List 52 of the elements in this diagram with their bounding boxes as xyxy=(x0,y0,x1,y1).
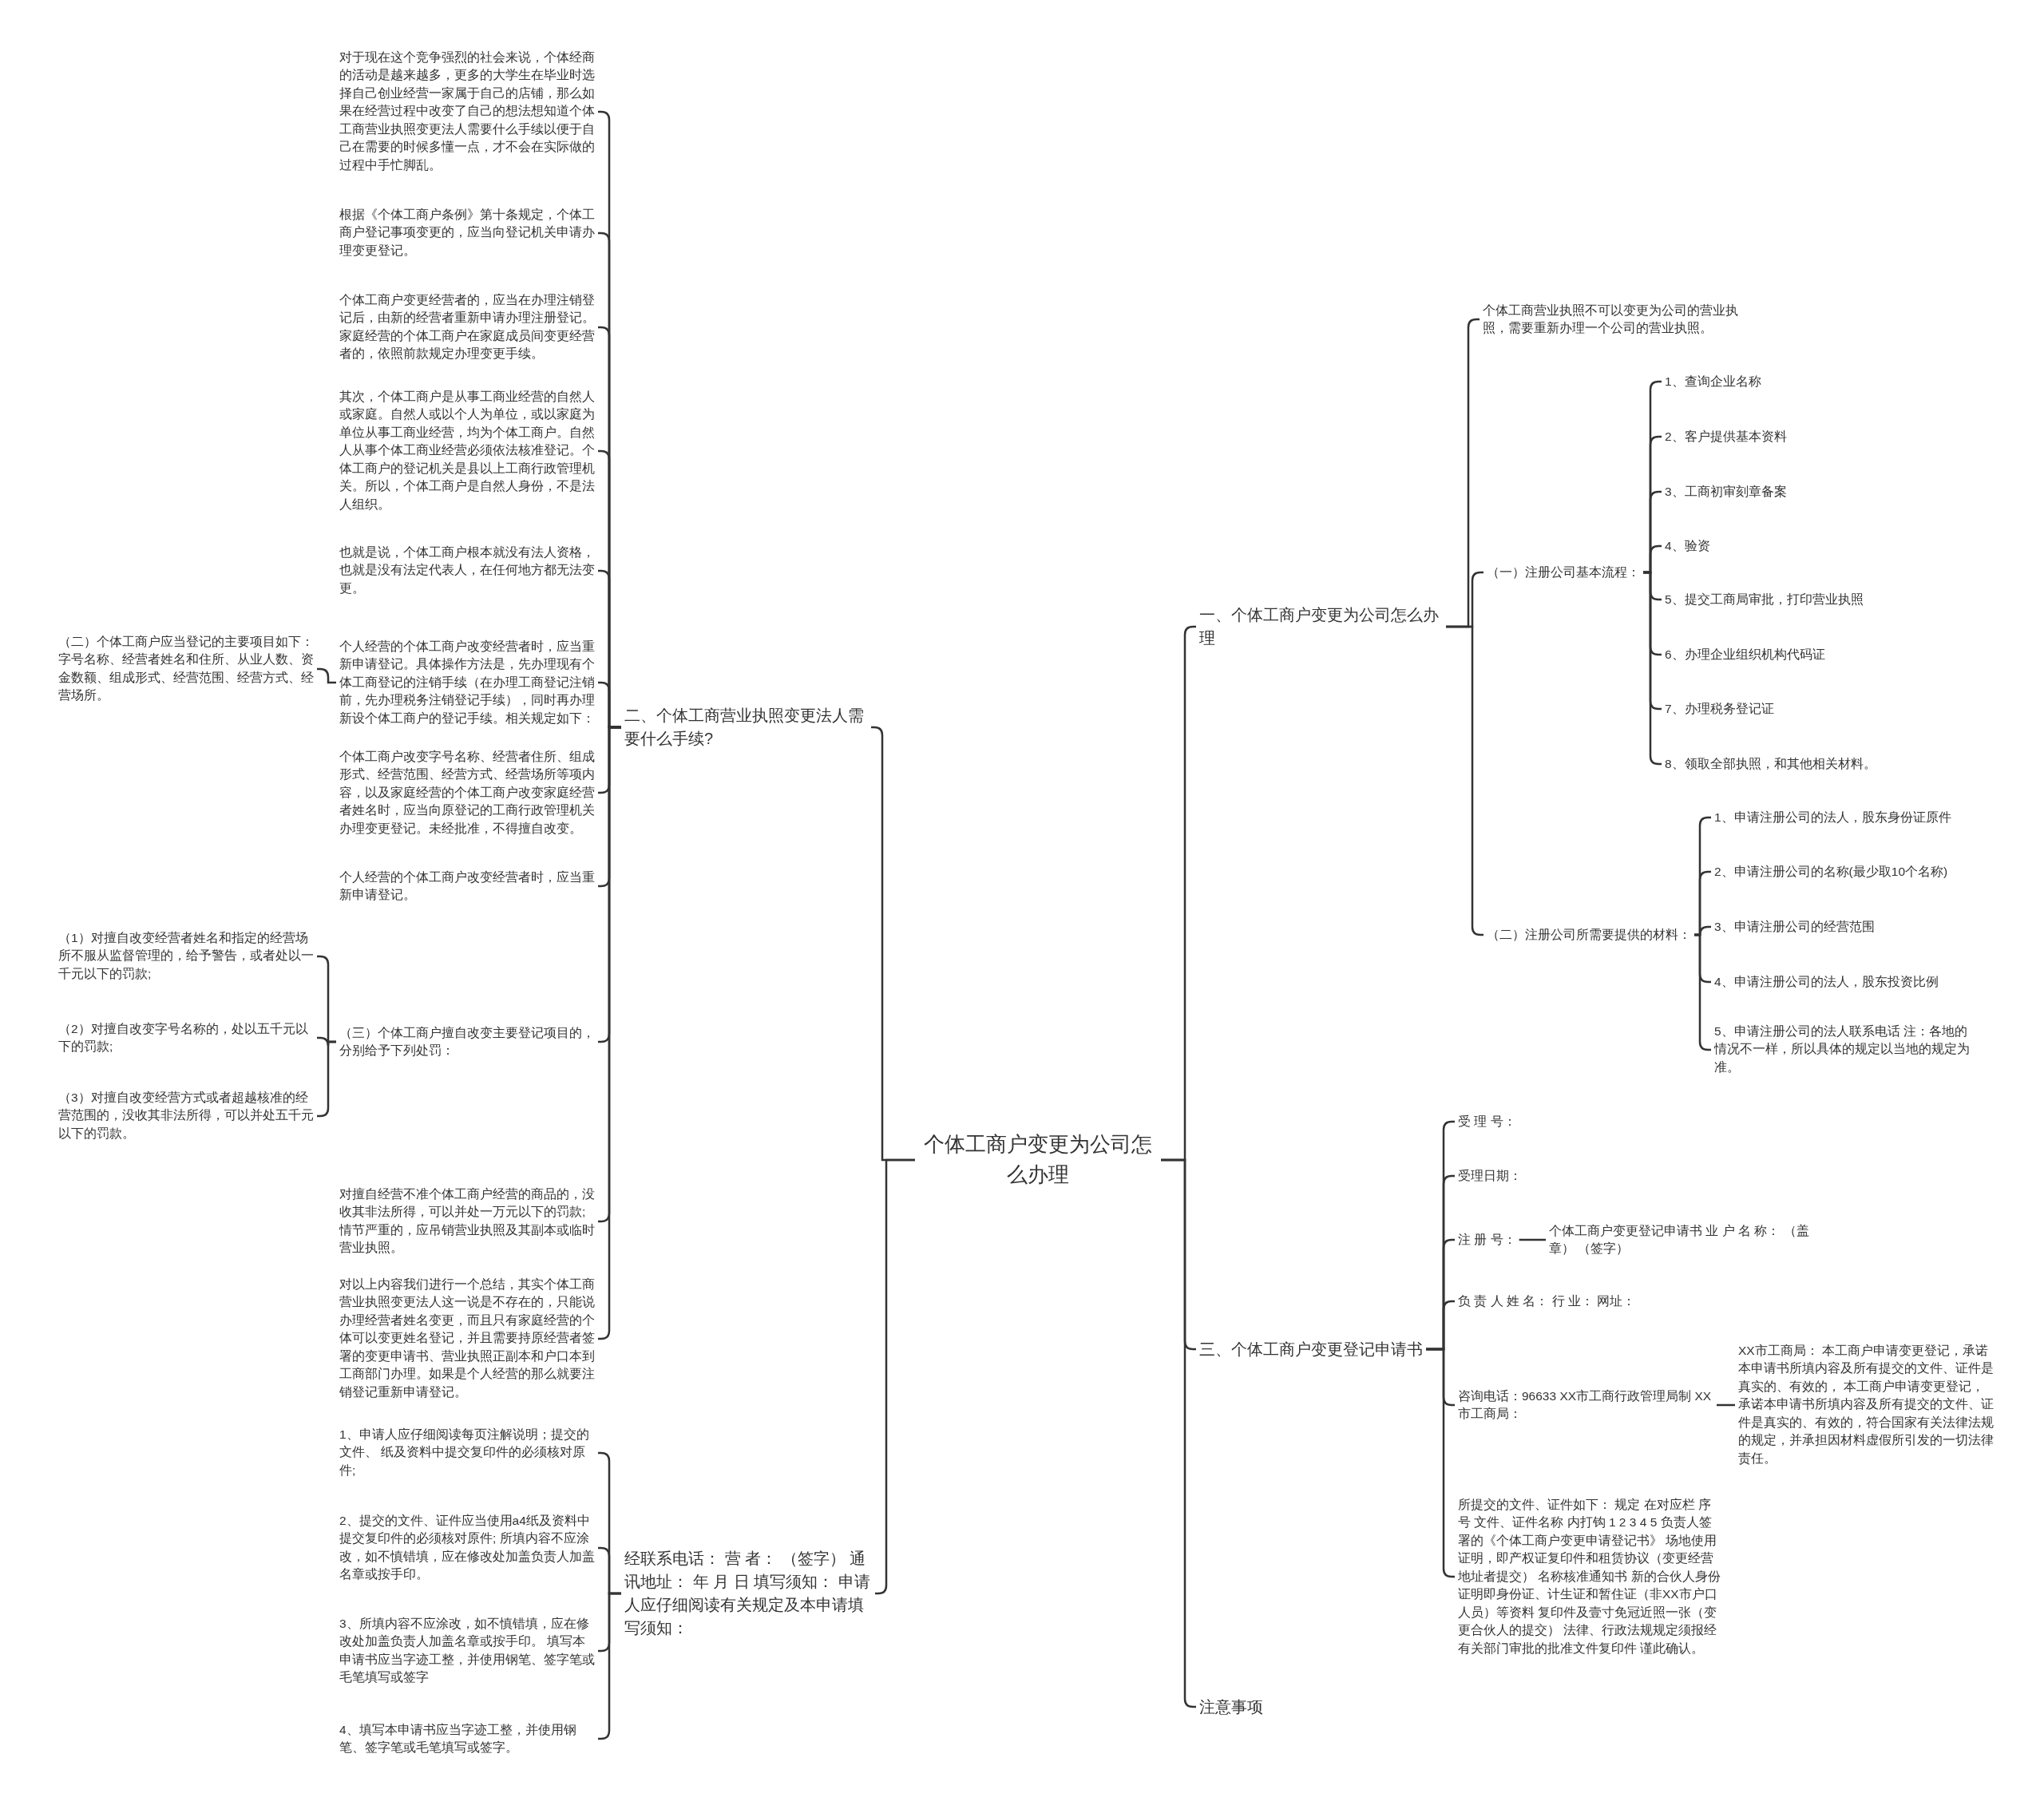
connector-line xyxy=(1717,1403,1735,1407)
subtopic-text: XX市工商局： 本工商户申请变更登记，承诺本申请书所填内容及所有提交的文件、证件是真实的、有效的， 本工商户申请变更登记，承诺本申请书所填内容及所有提交的文件、证件是真实的、有效的，符合国家有关法律法规的规定，并承担因材料虚假所引发的一切法律责任。 xyxy=(1738,1342,1994,1468)
subtopic-text: （一）注册公司基本流程： xyxy=(1487,563,1640,582)
subtopic-text: 7、办理税务登记证 xyxy=(1665,699,1774,718)
subtopic-text: 受 理 号： xyxy=(1458,1112,1516,1131)
subtopic-text: 咨询电话：96633 XX市工商行政管理局制 XX市工商局： xyxy=(1458,1387,1713,1423)
subtopic-text: 个人经营的个体工商户改变经营者时，应当重新申请登记。具体操作方法是，先办理现有个体工商登记的注销手续（在办理工商登记注销前，先办理税务注销登记手续），同时再办理新设个体工商户的登记手续。相关规定如下： xyxy=(339,637,595,728)
subtopic-text: 3、所填内容不应涂改，如不慎错填，应在修改处加盖负责人加盖名章或按手印。 填写本申请书应当字迹工整，并使用钢笔、签字笔或毛笔填写或签字 xyxy=(339,1615,595,1687)
branch-topic: 二、个体工商营业执照变更法人需要什么手续? xyxy=(624,704,868,750)
subtopic-text: 对以上内容我们进行一个总结，其实个体工商营业执照变更法人这一说是不存在的，只能说办理经营者姓名变更，而且只有家庭经营的个体可以变更姓名登记，并且需要持原经营者签署的变更申请书、营业执照正副本和户口本到工商部门办理。如果是个人经营的那么就要注销登记重新申请登记。 xyxy=(339,1276,595,1402)
subtopic-text: 3、申请注册公司的经营范围 xyxy=(1714,917,1875,936)
subtopic-text: 4、申请注册公司的法人，股东投资比例 xyxy=(1714,972,1939,992)
subtopic-text: （二）注册公司所需要提供的材料： xyxy=(1487,925,1691,944)
branch-topic: 经联系电话： 营 者： （签字） 通讯地址： 年 月 日 填写须知： 申请人应仔细阅读有关规定及本申请填写须知： xyxy=(624,1547,872,1640)
subtopic-text: 1、申请人应仔细阅读每页注解说明；提交的文件、 纸及资料中提交复印件的必须核对原件; xyxy=(339,1426,595,1480)
subtopic-text: 8、领取全部执照，和其他相关材料。 xyxy=(1665,754,1876,774)
subtopic-text: 2、客户提供基本资料 xyxy=(1665,427,1787,446)
subtopic-text: 1、查询企业名称 xyxy=(1665,372,1761,391)
subtopic-text: 个体工商户改变字号名称、经营者住所、组成形式、经营范围、经营方式、经营场所等项内容，以及家庭经营的个体工商户改变家庭经营者姓名时，应当向原登记的工商行政管理机关办理变更登记。未经批准，不得擅自改变。 xyxy=(339,747,595,838)
connector-line xyxy=(1519,1238,1546,1241)
subtopic-text: （2）对擅自改变字号名称的，处以五千元以下的罚款; xyxy=(58,1019,314,1056)
subtopic-text: 个人经营的个体工商户改变经营者时，应当重新申请登记。 xyxy=(339,868,595,905)
central-topic: 个体工商户变更为公司怎么办理 xyxy=(918,1130,1158,1190)
subtopic-text: 个体工商户变更登记申请书 业 户 名 称： （盖章） （签字） xyxy=(1549,1221,1828,1258)
subtopic-text: （三）个体工商户擅自改变主要登记项目的，分别给予下列处罚： xyxy=(339,1023,595,1060)
subtopic-text: 3、工商初审刻章备案 xyxy=(1665,482,1787,501)
subtopic-text: 受理日期： xyxy=(1458,1166,1522,1186)
branch-topic: 注意事项 xyxy=(1199,1695,1263,1719)
subtopic-text: 对于现在这个竞争强烈的社会来说，个体经商的活动是越来越多，更多的大学生在毕业时选择自己创业经营一家属于自己的店铺，那么如果在经营过程中改变了自己的想法想知道个体工商营业执照变更法人需要什么手续以便于自己在需要的时候多懂一点，才不会在实际做的过程中手忙脚乱。 xyxy=(339,49,595,175)
subtopic-text: 5、申请注册公司的法人联系电话 注：各地的情况不一样，所以具体的规定以当地的规定为准。 xyxy=(1714,1023,1970,1077)
subtopic-text: （3）对擅自改变经营方式或者超越核准的经营范围的，没收其非法所得，可以并处五千元以下的罚款。 xyxy=(58,1089,314,1143)
subtopic-text: 对擅自经营不准个体工商户经营的商品的，没收其非法所得，可以并处一万元以下的罚款;情节严重的，应吊销营业执照及其副本或临时营业执照。 xyxy=(339,1186,595,1257)
subtopic-text: 1、申请注册公司的法人，股东身份证原件 xyxy=(1714,808,1951,827)
subtopic-text: 其次，个体工商户是从事工商业经营的自然人或家庭。自然人或以个人为单位，或以家庭为单位从事工商业经营，均为个体工商户。自然人从事个体工商业经营必须依法核准登记。个体工商户的登记机关是县以上工商行政管理机关。所以，个体工商户是自然人身份，不是法人组织。 xyxy=(339,388,595,514)
branch-topic: 三、个体工商户变更登记申请书 xyxy=(1199,1337,1423,1361)
subtopic-text: 个体工商户变更经营者的，应当在办理注销登记后，由新的经营者重新申请办理注册登记。家庭经营的个体工商户在家庭成员间变更经营者的，依照前款规定办理变更手续。 xyxy=(339,291,595,363)
subtopic-text: 所提交的文件、证件如下： 规定 在对应栏 序号 文件、证件名称 内打钩 1 2 3 4 5 负责人签署的《个体工商户变更申请登记书》 场地使用证明，即产权证复印件和租赁协议（变更经营地址者提交） 名称核准通知书 新的合伙人身份证明即身份证、计生证和暂住证（非XX市户口人员）等资料 复印件及壹寸免冠近照一张（变更合伙人的提交） 法律、行政法规规定须报经有关部门审批的批准文件复印件 谨此确认。 xyxy=(1458,1495,1721,1658)
subtopic-text: 4、验资 xyxy=(1665,536,1710,556)
subtopic-text: 6、办理企业组织机构代码证 xyxy=(1665,645,1825,664)
subtopic-text: （二）个体工商户应当登记的主要项目如下：字号名称、经营者姓名和住所、从业人数、资金数额、组成形式、经营范围、经营方式、经营场所。 xyxy=(58,633,314,705)
subtopic-text: 注 册 号： xyxy=(1458,1230,1516,1249)
subtopic-text: （1）对擅自改变经营者姓名和指定的经营场所不服从监督管理的，给予警告，或者处以一千元以下的罚款; xyxy=(58,929,314,984)
subtopic-text: 2、申请注册公司的名称(最少取10个名称) xyxy=(1714,862,1948,881)
connector-line xyxy=(317,667,336,684)
branch-topic: 一、个体工商户变更为公司怎么办理 xyxy=(1199,604,1443,650)
subtopic-text: 根据《个体工商户条例》第十条规定，个体工商户登记事项变更的，应当向登记机关申请办理变更登记。 xyxy=(339,206,595,260)
subtopic-text: 5、提交工商局审批，打印营业执照 xyxy=(1665,590,1864,609)
subtopic-text: 也就是说，个体工商户根本就没有法人资格，也就是没有法定代表人，在任何地方都无法变更。 xyxy=(339,544,595,598)
subtopic-text: 负 责 人 姓 名： 行 业： 网址： xyxy=(1458,1292,1636,1311)
subtopic-text: 2、提交的文件、证件应当使用a4纸及资料中提交复印件的必须核对原件; 所填内容不应涂改，如不慎错填，应在修改处加盖负责人加盖名章或按手印。 xyxy=(339,1512,595,1584)
subtopic-text: 4、填写本申请书应当字迹工整，并使用钢笔、签字笔或毛笔填写或签字。 xyxy=(339,1720,595,1757)
subtopic-text: 个体工商营业执照不可以变更为公司的营业执照，需要重新办理一个公司的营业执照。 xyxy=(1483,301,1738,338)
